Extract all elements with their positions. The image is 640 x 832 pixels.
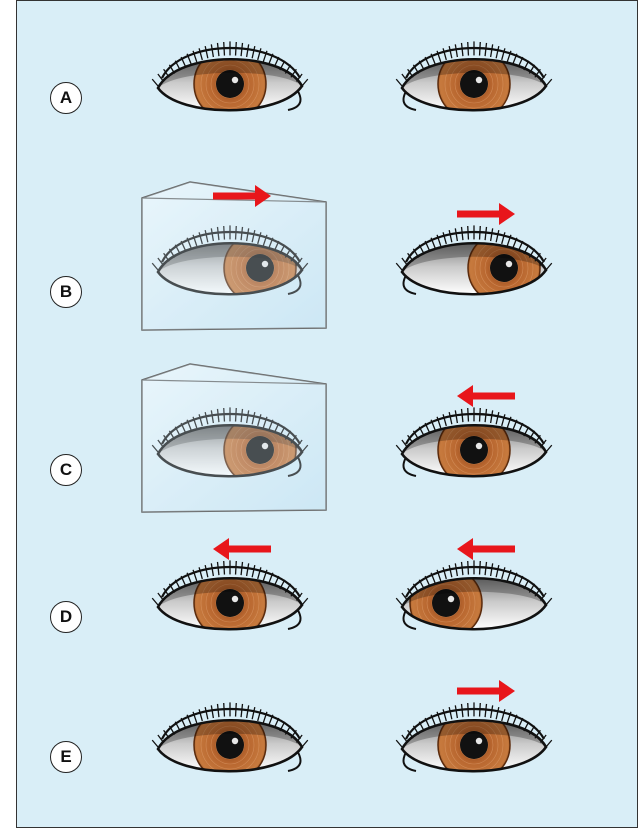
occluder-overlay bbox=[142, 182, 326, 330]
row-label: B bbox=[50, 276, 82, 308]
arrow-left-right-d bbox=[457, 538, 515, 560]
eye-right-b bbox=[396, 225, 552, 304]
row-label: D bbox=[50, 601, 82, 633]
row-b bbox=[142, 182, 552, 330]
eye-right-a bbox=[396, 41, 552, 120]
eye-right-d bbox=[396, 560, 552, 639]
row-label: E bbox=[50, 741, 82, 773]
row-e bbox=[152, 680, 552, 781]
occluder-overlay bbox=[142, 364, 326, 512]
row-a bbox=[152, 41, 552, 120]
arrow-left-left-d bbox=[213, 538, 271, 560]
arrow-left-right-c bbox=[457, 385, 515, 407]
eye-left-d bbox=[152, 560, 308, 639]
row-label: A bbox=[50, 82, 82, 114]
pupil bbox=[460, 731, 488, 759]
pupil bbox=[460, 70, 488, 98]
pupil bbox=[216, 589, 244, 617]
arrow-right-right-e bbox=[457, 680, 515, 702]
arrow-right-right-b bbox=[457, 203, 515, 225]
eye-right-e bbox=[396, 702, 552, 781]
row-d bbox=[152, 538, 552, 639]
pupil bbox=[216, 731, 244, 759]
row-c bbox=[142, 364, 552, 512]
eye-right-c bbox=[396, 407, 552, 486]
eye-left-e bbox=[152, 702, 308, 781]
eye-left-a bbox=[152, 41, 308, 120]
pupil bbox=[460, 436, 488, 464]
row-label: C bbox=[50, 454, 82, 486]
pupil bbox=[216, 70, 244, 98]
